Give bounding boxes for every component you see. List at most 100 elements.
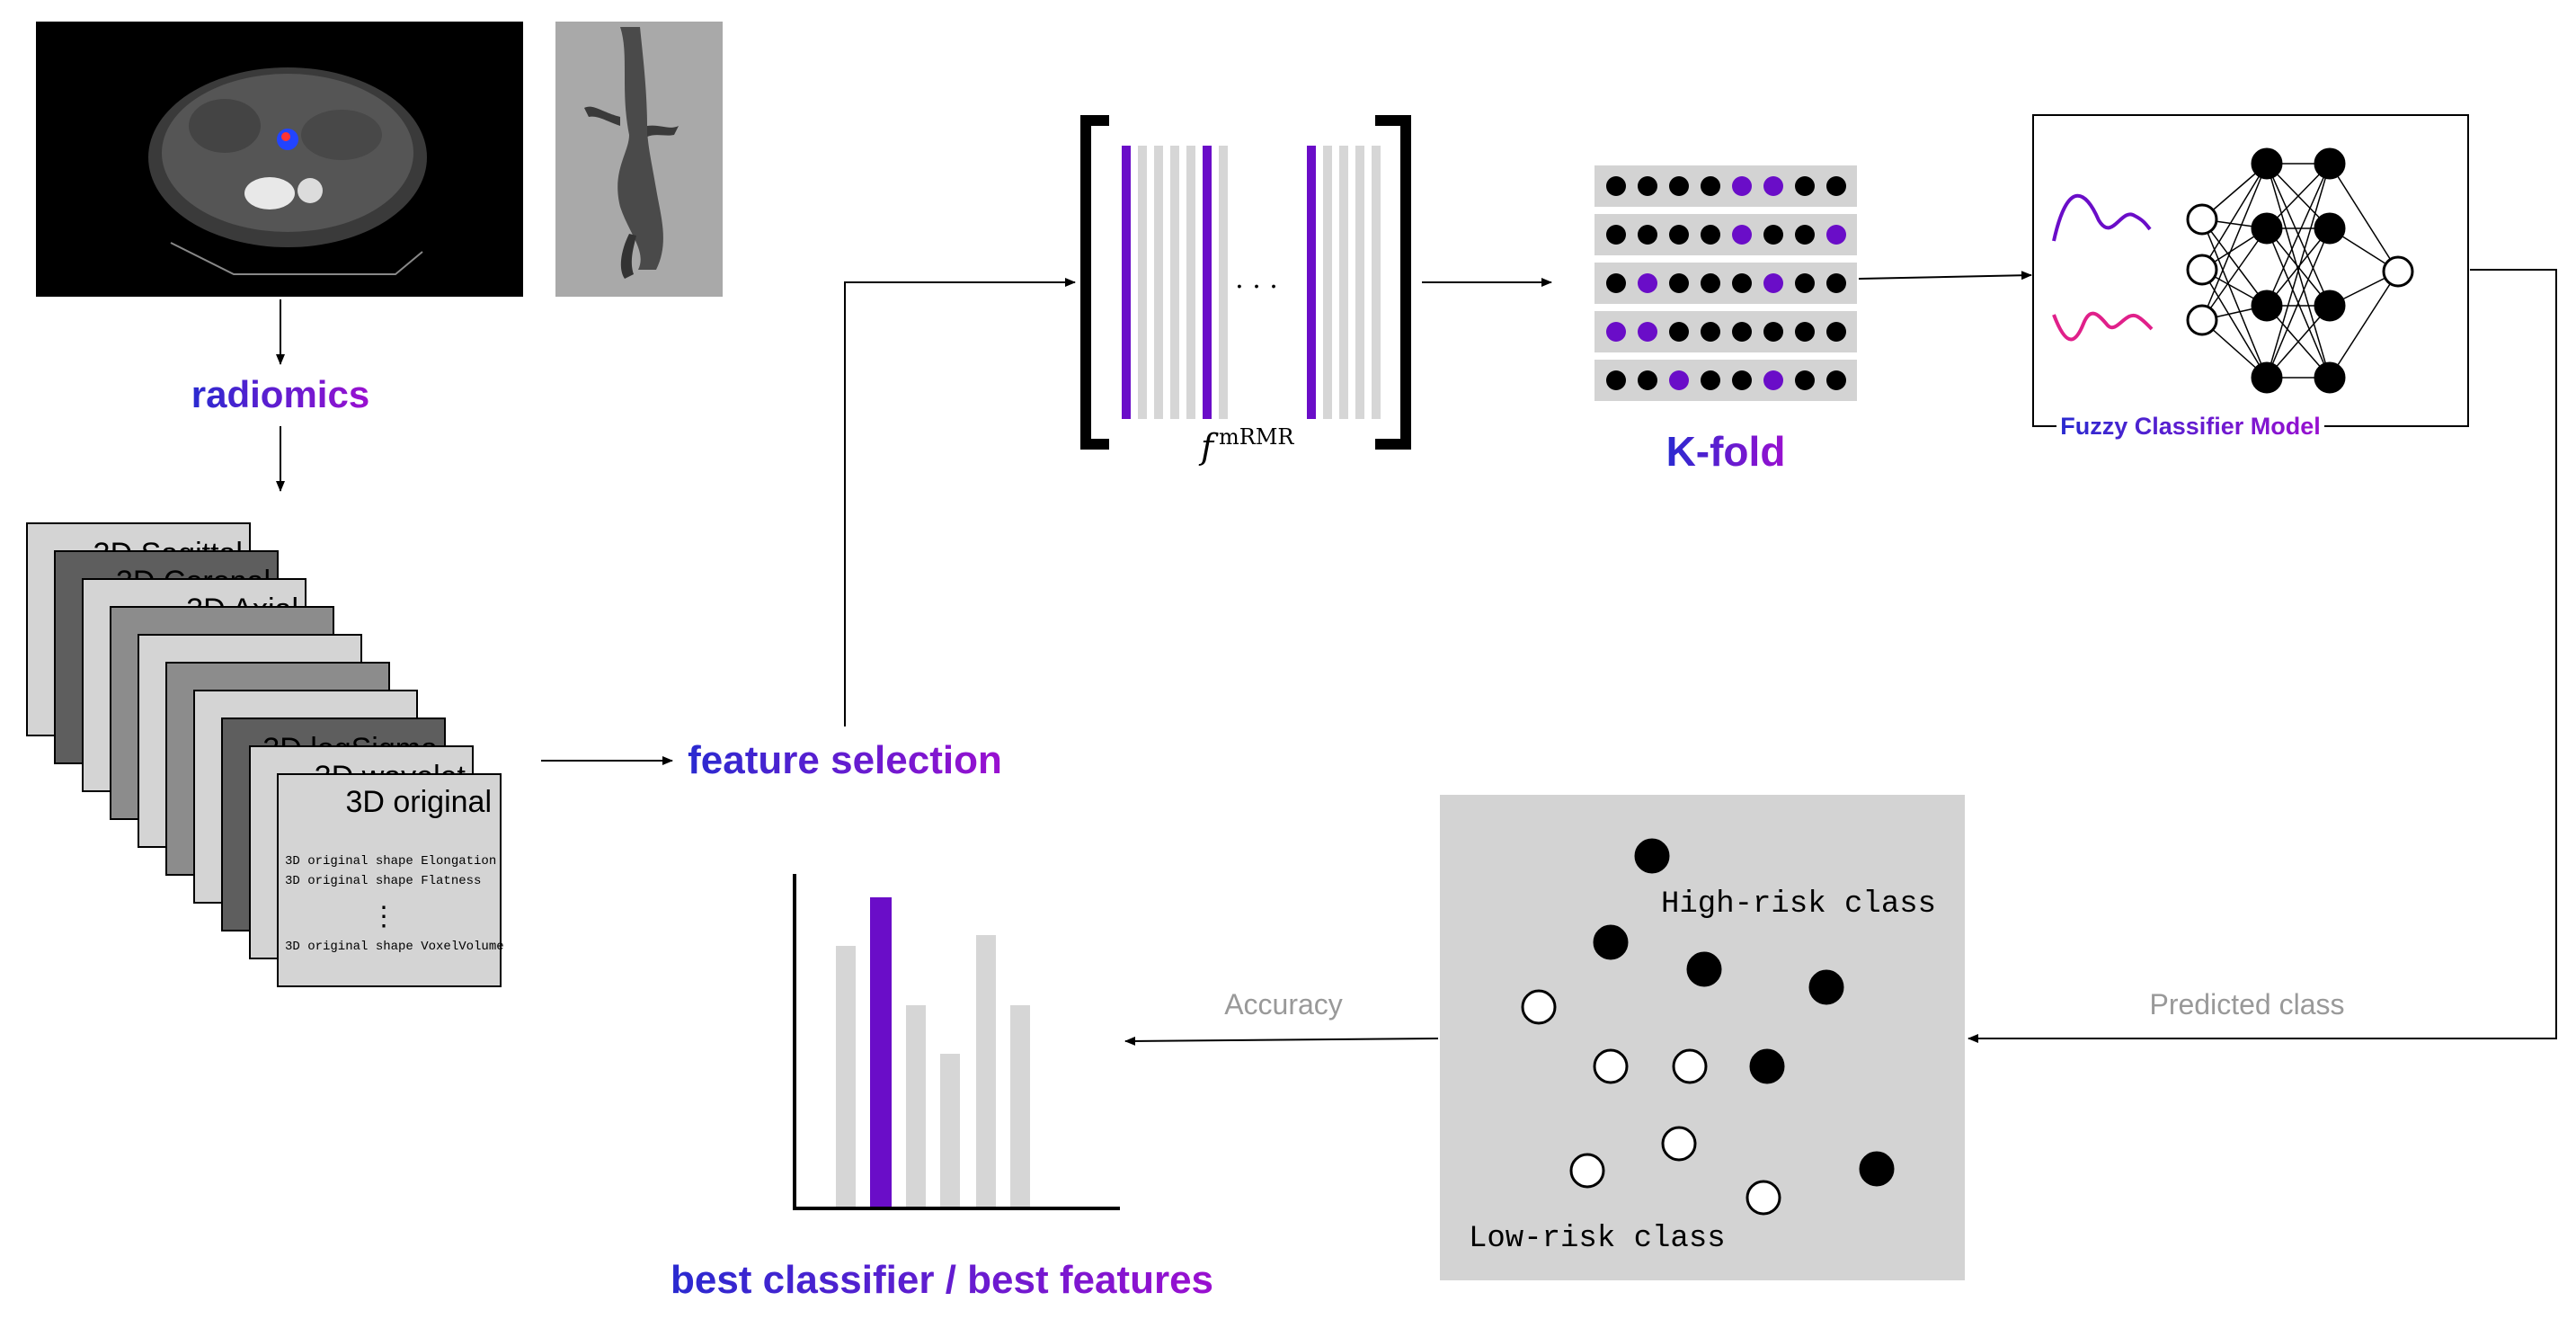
purple-membership-curve: [2052, 193, 2152, 242]
kfold-dot-3-4: [1732, 322, 1752, 342]
nn-edge: [2329, 271, 2399, 379]
kfold-dot-3-5: [1763, 322, 1783, 342]
feature-selection-label: feature selection: [688, 738, 1002, 782]
low-risk-point-8: [1672, 1048, 1708, 1084]
nn-node-1-3: [2251, 361, 2283, 394]
arrow-selection-to-mrmr: [844, 278, 1076, 726]
low-risk-point-11: [1745, 1180, 1781, 1216]
kfold-dot-0-7: [1826, 176, 1846, 196]
kfold-dot-4-1: [1638, 370, 1657, 390]
kfold-dot-2-1: [1638, 273, 1657, 293]
high-risk-point-2: [1686, 951, 1722, 987]
high-risk-point-4: [1749, 1048, 1785, 1084]
kfold-row-3: [1594, 311, 1857, 352]
bar-4: [940, 1054, 960, 1207]
high-risk-point-1: [1593, 924, 1629, 960]
low-risk-point-6: [1521, 989, 1557, 1025]
mrmr-bar-left-4: [1186, 146, 1195, 419]
kfold-dot-4-0: [1606, 370, 1626, 390]
nn-node-3-0: [2382, 255, 2414, 288]
model-label-bg: [2056, 412, 2324, 442]
kfold-dot-3-0: [1606, 322, 1626, 342]
kfold-dot-0-5: [1763, 176, 1783, 196]
nn-edge: [2201, 163, 2268, 271]
nn-edge: [2201, 163, 2268, 321]
high-risk-label: High-risk class: [1661, 887, 1936, 922]
arrow-scatter-to-barchart: [1124, 1036, 1439, 1046]
low-risk-label: Low-risk class: [1469, 1222, 1726, 1256]
fuzzy-model-label: Fuzzy Classifier Model: [2060, 413, 2321, 440]
mrmr-bar-left-1: [1138, 146, 1147, 419]
kfold-dot-0-2: [1669, 176, 1689, 196]
bar-5: [976, 935, 996, 1207]
kfold-dot-0-6: [1795, 176, 1815, 196]
mrmr-bar-left-0: [1122, 146, 1131, 419]
kfold-dot-1-0: [1606, 225, 1626, 245]
kfold-dot-2-7: [1826, 273, 1846, 293]
kfold-dot-2-3: [1701, 273, 1720, 293]
bar-1: [836, 946, 856, 1207]
fuzzy-classifier-model: Fuzzy Classifier Model: [2032, 114, 2469, 442]
kfold-dot-0-0: [1606, 176, 1626, 196]
kfold-dot-2-0: [1606, 273, 1626, 293]
kfold-dot-1-3: [1701, 225, 1720, 245]
kfold-dot-1-6: [1795, 225, 1815, 245]
nn-node-1-1: [2251, 212, 2283, 245]
kfold-dot-1-4: [1732, 225, 1752, 245]
kfold-dot-3-6: [1795, 322, 1815, 342]
nn-edge: [2201, 227, 2268, 321]
bar-6: [1010, 1005, 1030, 1207]
left-bracket: [1080, 115, 1109, 450]
kfold-dot-1-5: [1763, 225, 1783, 245]
kfold-dot-1-2: [1669, 225, 1689, 245]
kfold-row-4: [1594, 360, 1857, 401]
mrmr-matrix: . . . f mRMR: [1080, 115, 1411, 467]
high-risk-point-5: [1859, 1151, 1895, 1187]
scatter-plot-icon: High-risk class Low-risk class: [1440, 795, 1965, 1280]
kfold-row-0: [1594, 165, 1857, 207]
mrmr-bar-right-4: [1372, 146, 1381, 419]
kfold-dot-3-7: [1826, 322, 1846, 342]
nn-node-1-0: [2251, 147, 2283, 180]
feature-card-front: [277, 773, 502, 987]
feature-name-2: 3D original shape VoxelVolume: [285, 940, 504, 954]
nn-edge: [2266, 163, 2331, 379]
bar-2-best: [870, 897, 892, 1207]
kfold-dot-4-3: [1701, 370, 1720, 390]
bar-3: [906, 1005, 926, 1207]
kfold-dot-3-2: [1669, 322, 1689, 342]
ellipsis: . . .: [1235, 263, 1278, 295]
fmrmr-base: f: [1198, 427, 1219, 467]
nn-node-2-1: [2314, 212, 2346, 245]
feature-name-1: 3D original shape Flatness: [285, 874, 481, 888]
low-risk-point-7: [1593, 1048, 1629, 1084]
low-risk-point-10: [1569, 1153, 1605, 1189]
nn-edge: [2201, 269, 2268, 379]
kfold-dot-2-6: [1795, 273, 1815, 293]
mrmr-bar-right-3: [1355, 146, 1364, 419]
nn-node-1-2: [2251, 290, 2283, 322]
high-risk-point-3: [1808, 969, 1844, 1005]
feature-stack: 3D Sagittal3D Coronal3D Axial3D logSigma…: [26, 522, 504, 987]
kfold-dot-4-5: [1763, 370, 1783, 390]
aorta-3d-model: [555, 22, 723, 297]
kfold-dot-2-5: [1763, 273, 1783, 293]
mrmr-bar-left-2: [1154, 146, 1163, 419]
nn-edge: [2201, 218, 2268, 307]
feature-name-0: 3D original shape Elongation: [285, 854, 496, 869]
radiomics-label: radiomics: [191, 373, 369, 415]
mrmr-bar-left-6: [1219, 146, 1228, 419]
fmrmr-superscript: mRMR: [1219, 424, 1294, 450]
nn-edge: [2266, 227, 2331, 379]
nn-node-2-2: [2314, 290, 2346, 322]
nn-edge: [2329, 163, 2399, 272]
accuracy-label: Accuracy: [1224, 988, 1343, 1021]
feature-card-title: 3D original: [345, 785, 492, 819]
kfold-dot-4-6: [1795, 370, 1815, 390]
right-bracket: [1375, 115, 1411, 450]
kfold-dot-4-2: [1669, 370, 1689, 390]
kfold-dot-1-7: [1826, 225, 1846, 245]
kfold-dot-4-4: [1732, 370, 1752, 390]
magenta-membership-curve: [2052, 311, 2154, 342]
